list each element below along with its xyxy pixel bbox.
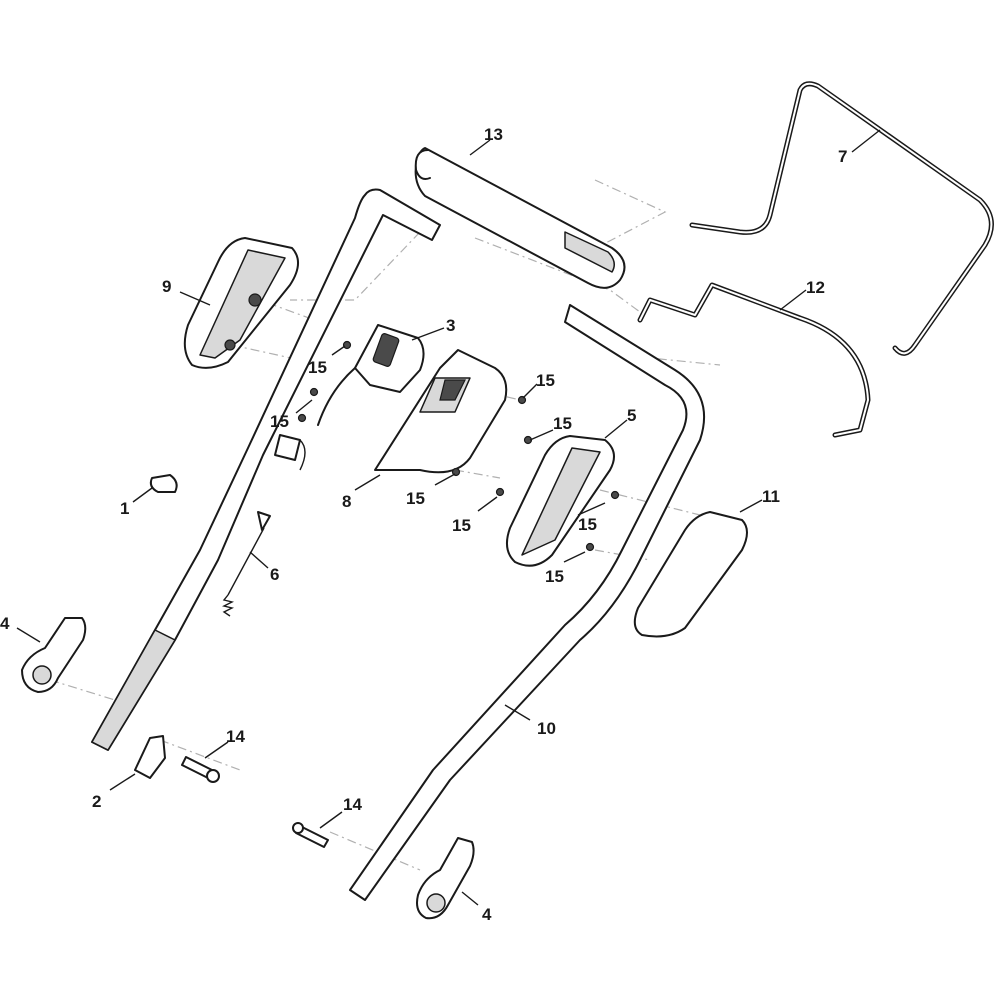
callout-4-right: 4 bbox=[482, 905, 492, 924]
callout-3: 3 bbox=[446, 316, 455, 335]
part-2-bracket bbox=[134, 735, 166, 779]
part-4-clamp-left bbox=[21, 617, 87, 693]
callout-9: 9 bbox=[162, 277, 171, 296]
callout-1: 1 bbox=[120, 499, 129, 518]
callout-15-a: 15 bbox=[308, 358, 327, 377]
part-5-cover-right bbox=[505, 435, 615, 567]
part-7-bail bbox=[689, 81, 994, 356]
callouts: 13 7 9 3 12 15 15 15 15 5 11 1 8 15 15 1… bbox=[0, 125, 847, 924]
callout-5: 5 bbox=[627, 406, 636, 425]
callout-14-right: 14 bbox=[343, 795, 362, 814]
part-4-clamp-right bbox=[416, 837, 475, 920]
part-11-cover-outer bbox=[633, 511, 748, 638]
callout-10: 10 bbox=[537, 719, 556, 738]
part-8-housing bbox=[374, 349, 508, 474]
callout-12: 12 bbox=[806, 278, 825, 297]
callout-2: 2 bbox=[92, 792, 101, 811]
callout-7: 7 bbox=[838, 147, 847, 166]
callout-14-left: 14 bbox=[226, 727, 245, 746]
part-14-bolts bbox=[181, 756, 329, 848]
callout-15-d: 15 bbox=[553, 414, 572, 433]
callout-15-g: 15 bbox=[578, 515, 597, 534]
part-1-knob bbox=[149, 474, 178, 493]
callout-6: 6 bbox=[270, 565, 279, 584]
part-10-handle-left bbox=[91, 188, 441, 751]
callout-8: 8 bbox=[342, 492, 351, 511]
part-10-handle-right bbox=[349, 304, 706, 901]
callout-15-e: 15 bbox=[406, 489, 425, 508]
callout-15-h: 15 bbox=[545, 567, 564, 586]
part-3-control bbox=[317, 324, 425, 426]
leader-lines bbox=[16, 129, 881, 906]
callout-15-f: 15 bbox=[452, 516, 471, 535]
part-12-bail bbox=[637, 282, 871, 438]
part-13-grip bbox=[414, 147, 626, 289]
callout-15-b: 15 bbox=[270, 412, 289, 431]
callout-13: 13 bbox=[484, 125, 503, 144]
part-9-cover-left bbox=[183, 237, 299, 369]
callout-11: 11 bbox=[762, 487, 780, 506]
callout-4-left: 4 bbox=[0, 614, 10, 633]
callout-15-c: 15 bbox=[536, 371, 555, 390]
part-6-cable bbox=[221, 434, 306, 617]
